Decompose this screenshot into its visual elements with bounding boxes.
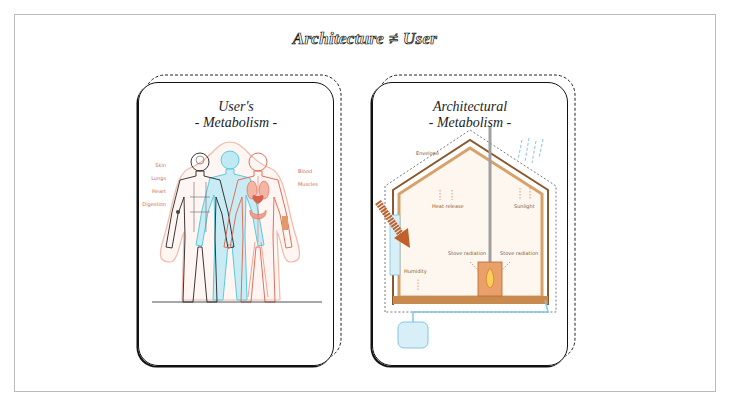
- human-figures: [282, 216, 288, 230]
- human-figures: [166, 153, 234, 302]
- house-envelope: [393, 140, 548, 305]
- human-figures: [191, 153, 209, 171]
- rain: [532, 141, 536, 163]
- page-frame: [15, 15, 716, 392]
- card-subheading: - Metabolism -: [139, 115, 333, 131]
- card-heading: Architectural: [373, 99, 567, 115]
- aura-outline: [160, 142, 299, 300]
- annotation-label: Digestion: [142, 201, 166, 207]
- stove: [478, 262, 502, 296]
- water-tank: [398, 322, 428, 348]
- chimney: [489, 126, 492, 262]
- house-dotted-outline: [385, 130, 556, 312]
- human-figures: [224, 153, 292, 302]
- rain: [518, 138, 543, 163]
- annotation-label: Muscles: [298, 181, 318, 187]
- annotation-label: Envelope: [416, 150, 439, 156]
- rain: [539, 139, 543, 158]
- annotation-label: Humidity: [404, 268, 427, 274]
- human-figures: [152, 142, 322, 302]
- ground-line: [152, 302, 322, 303]
- human-figures: [221, 151, 239, 169]
- rain: [518, 140, 522, 160]
- metabolism-card: User's- Metabolism -: [138, 82, 334, 366]
- heat-arrow: [378, 202, 402, 236]
- card-heading: User's: [139, 99, 333, 115]
- annotation-label: Skin: [155, 162, 166, 168]
- human-figures: [248, 176, 268, 297]
- heat-arrow: [394, 228, 410, 248]
- metabolism-card: Architectural- Metabolism -: [372, 82, 568, 366]
- flame: [486, 268, 494, 288]
- heat-flow-arrows: [470, 262, 478, 270]
- annotation-label: Stove radiation: [448, 250, 486, 256]
- human-figures: [166, 171, 234, 302]
- heat-flow-arrows: [418, 278, 419, 290]
- card-ground: [138, 82, 568, 366]
- heat-flow-arrows: [502, 262, 510, 270]
- heat-arrow: [378, 202, 410, 248]
- human-figures: [196, 156, 204, 164]
- human-figures: [176, 210, 180, 214]
- heat-flow-arrows: [530, 188, 531, 199]
- annotation-label: Heart: [152, 188, 166, 194]
- card-subheading: - Metabolism -: [373, 115, 567, 131]
- card-ground: [372, 82, 568, 366]
- annotation-label: Sunlight: [514, 203, 535, 209]
- human-figures: [249, 153, 267, 171]
- house-section: [399, 148, 542, 297]
- floor-slab: [393, 296, 548, 304]
- house-section: [378, 126, 556, 348]
- heat-flow-arrows: [440, 190, 441, 200]
- heat-flow-arrows: [520, 188, 521, 199]
- heat-flow-arrows: [418, 188, 530, 290]
- diagram-title: Architecture ≠ User: [0, 29, 730, 49]
- human-figures: [224, 171, 292, 302]
- card-ground: [138, 82, 334, 366]
- annotation-label: Heat release: [432, 203, 464, 209]
- water-pipe: [413, 300, 548, 322]
- annotation-label: Lungs: [151, 175, 166, 181]
- rain: [525, 138, 529, 162]
- human-figures: [190, 182, 210, 232]
- annotation-label: Stove radiation: [500, 250, 538, 256]
- annotation-label: Blood: [298, 168, 312, 174]
- heat-flow-arrows: [452, 190, 453, 200]
